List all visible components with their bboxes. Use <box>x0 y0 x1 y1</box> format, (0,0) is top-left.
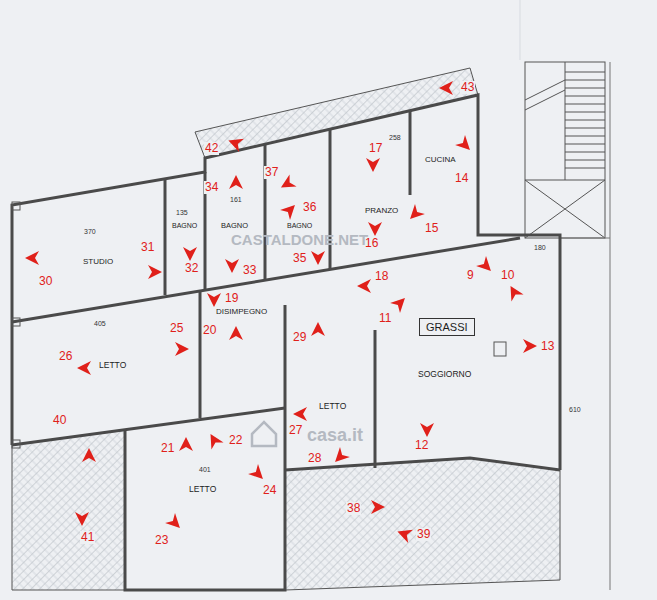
room-label: BAGNO <box>221 222 248 230</box>
room-label: PRANZO <box>365 207 398 216</box>
room-name: CUCINA <box>425 156 456 165</box>
callout-number: 30 <box>38 275 53 288</box>
callout-number: 43 <box>460 81 475 94</box>
room-name: BAGNO <box>172 222 197 230</box>
room-name: SOGGIORNO <box>418 370 471 379</box>
dimension: 161 <box>230 196 242 203</box>
dimension: 405 <box>94 320 106 327</box>
callout-number: 31 <box>140 241 155 254</box>
callout-number: 42 <box>204 142 219 155</box>
dimension: 258 <box>389 134 401 141</box>
callout-number: 10 <box>500 269 515 282</box>
room-name: BAGNO <box>221 222 248 230</box>
callout-number: 9 <box>466 269 475 282</box>
callout-number: 40 <box>52 414 67 427</box>
callout-number: 23 <box>154 534 169 547</box>
room-name: STUDIO <box>83 258 113 267</box>
callout-number: 18 <box>374 270 389 283</box>
room-label: LETTO <box>99 361 126 370</box>
callout-number: 29 <box>292 331 307 344</box>
room-label: LETTO <box>189 485 216 494</box>
callout-number: 25 <box>169 322 184 335</box>
callout-number: 19 <box>224 292 239 305</box>
watermark: casa.it <box>307 426 363 445</box>
callout-number: 12 <box>414 439 429 452</box>
callout-number: 37 <box>264 166 279 179</box>
callout-number: 27 <box>288 424 303 437</box>
room-label: LETTO <box>319 402 346 411</box>
callout-number: 15 <box>424 222 439 235</box>
room-label: BAGNO <box>287 222 312 230</box>
room-name: PRANZO <box>365 207 398 216</box>
callout-number: 34 <box>204 181 219 194</box>
room-label: STUDIO <box>83 258 113 267</box>
callout-number: 20 <box>202 324 217 337</box>
camera-arrows <box>25 81 537 543</box>
room-name: DISIMPEGNO <box>216 308 267 317</box>
dimension: 610 <box>569 406 581 413</box>
room-label: DISIMPEGNO <box>216 308 267 317</box>
room-name: BAGNO <box>287 222 312 230</box>
callout-number: 24 <box>262 484 277 497</box>
dimension: 135 <box>176 209 188 216</box>
callout-number: 17 <box>368 142 383 155</box>
dimension: 180 <box>534 244 546 251</box>
dimension: 370 <box>84 228 96 235</box>
name-box: GRASSI <box>419 318 475 336</box>
callout-number: 14 <box>454 172 469 185</box>
callout-number: 21 <box>160 442 175 455</box>
callout-number: 35 <box>292 252 307 265</box>
room-label: CUCINA <box>425 156 456 165</box>
room-label: BAGNO <box>172 222 197 230</box>
room-label: SOGGIORNO <box>418 370 471 379</box>
callout-number: 22 <box>228 434 243 447</box>
room-name: GRASSI <box>426 321 468 333</box>
callout-number: 13 <box>540 340 555 353</box>
watermark: CASTALDONE.NET <box>231 232 368 248</box>
callout-number: 36 <box>302 201 317 214</box>
room-name: LETTO <box>99 361 126 370</box>
callout-number: 39 <box>416 528 431 541</box>
dimension: 401 <box>199 466 211 473</box>
callout-number: 41 <box>80 531 95 544</box>
callout-number: 32 <box>184 262 199 275</box>
callout-number: 28 <box>307 452 322 465</box>
room-name: LETTO <box>319 402 346 411</box>
callout-number: 38 <box>346 502 361 515</box>
room-name: LETTO <box>189 485 216 494</box>
callout-number: 26 <box>58 350 73 363</box>
callout-number: 11 <box>378 312 392 325</box>
callout-number: 33 <box>242 264 257 277</box>
